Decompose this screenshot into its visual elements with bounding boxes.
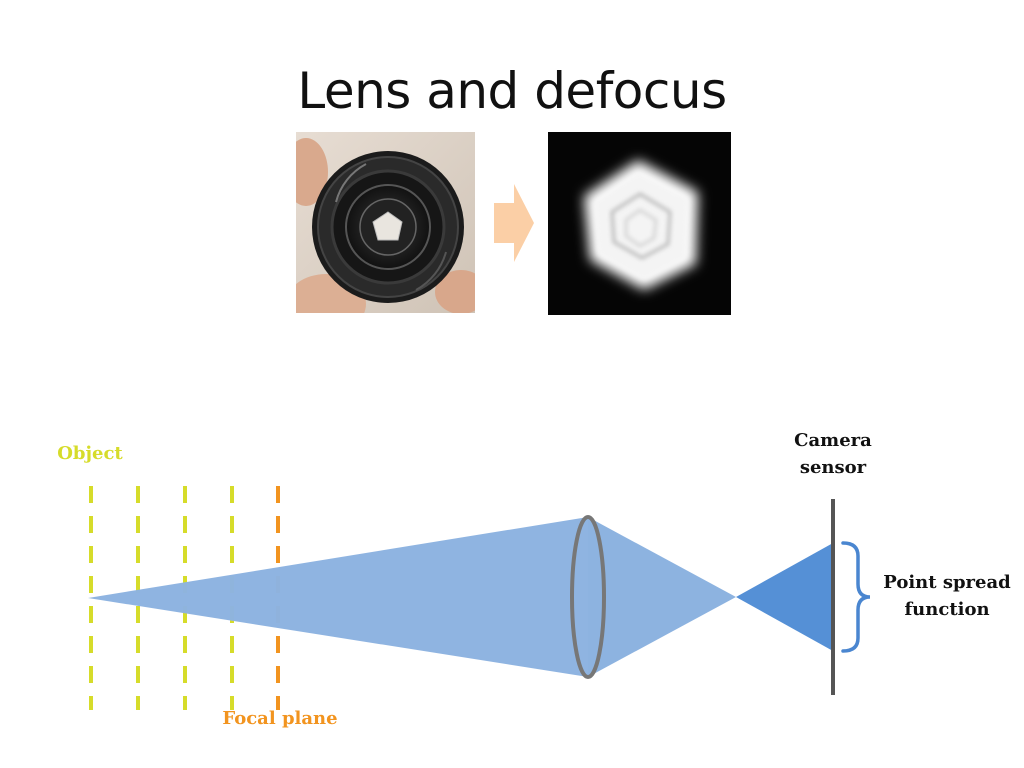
right-arrow-icon (494, 184, 534, 262)
object-planes (89, 486, 280, 710)
psf-label-line1: Point spread (883, 572, 1011, 593)
object-label: Object (57, 443, 123, 464)
camera-sensor-label-line2: sensor (799, 457, 867, 478)
camera-sensor-label: Camera sensor (773, 427, 893, 481)
incoming-light-cone (88, 517, 588, 677)
blurred-pentagon-psf-image (548, 132, 731, 315)
converging-light-cone (588, 517, 736, 677)
psf-label-line2: function (904, 599, 990, 620)
right-curly-brace-icon (841, 541, 871, 653)
camera-sensor-label-line1: Camera (794, 430, 872, 451)
psf-light-cone (736, 543, 833, 651)
focal-plane-label: Focal plane (222, 708, 338, 729)
point-spread-function-label: Point spread function (872, 569, 1022, 623)
lens-aperture-photo (296, 132, 475, 313)
defocus-optics-diagram (88, 486, 871, 710)
slide-title: Lens and defocus (297, 62, 727, 120)
lens-outline (570, 515, 606, 679)
